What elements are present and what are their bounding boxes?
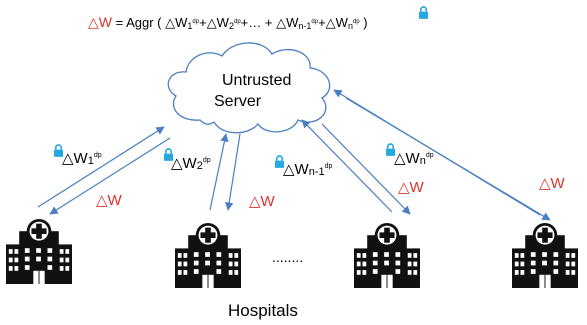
formula-aggr: Aggr (	[126, 15, 165, 30]
formula-term-2-base: △W	[207, 15, 230, 30]
download-label-n: △W	[539, 175, 566, 192]
formula-term-4-sub: n	[348, 21, 353, 31]
upload-label-n-1: △Wn-1dp	[274, 155, 333, 178]
formula-lhs: △W	[88, 14, 113, 30]
hospital-building-icon	[6, 218, 72, 284]
upload-label-2: △W2dp	[163, 148, 211, 172]
svg-text:△W1dp: △W1dp	[62, 150, 102, 167]
download-arrow-1	[49, 137, 171, 215]
formula-term-1-sub: 1	[187, 21, 192, 31]
formula-term-4-sup: dp	[353, 19, 360, 25]
download-arrow-n-1	[321, 123, 411, 215]
link-hospital-2	[209, 133, 241, 211]
formula-term-1-base: △W	[165, 15, 188, 30]
formula-term-3-sup: dp	[311, 19, 318, 25]
link-hospital-n	[333, 89, 551, 221]
hospitals-caption: Hospitals	[228, 301, 298, 320]
link-hospital-1	[37, 126, 171, 215]
formula-term-3-sub: n-1	[298, 21, 311, 31]
download-label-1: △W	[96, 192, 123, 209]
svg-text:△W2dp: △W2dp	[171, 155, 211, 172]
formula-term-3-base: △W	[276, 15, 299, 30]
formula-term-2-op: +… +	[241, 15, 276, 30]
formula-term-3-op: +	[318, 15, 326, 30]
aggregation-formula: △W = Aggr ( △W1dp+△W2dp+… + △Wn-1dp+△Wnd…	[88, 6, 429, 31]
svg-text:△W = Aggr ( △W1dp+△W2dp+… + △W: △W = Aggr ( △W1dp+△W2dp+… + △Wn-1dp+△Wnd…	[88, 14, 368, 31]
hospital-building-icon	[512, 222, 578, 288]
lock-icon	[418, 6, 429, 19]
hospital-building-icon	[354, 222, 420, 288]
link-hospital-n-1	[301, 119, 411, 215]
formula-term-2-sub: 2	[229, 21, 234, 31]
formula-term-1-sup: dp	[192, 19, 199, 25]
upload-arrow-2	[209, 133, 229, 211]
download-arrow-n	[345, 97, 551, 221]
hospitals-ellipsis: ........	[272, 249, 303, 265]
formula-term-1-op: +	[199, 15, 207, 30]
formula-equals: =	[112, 15, 126, 30]
upload-arrow-n-1	[301, 119, 393, 213]
download-label-2: △W	[249, 193, 276, 210]
upload-arrow-1	[37, 126, 165, 208]
formula-term-4-base: △W	[326, 15, 349, 30]
download-label-n-1: △W	[398, 179, 425, 196]
server-label-line2: Server	[214, 93, 262, 110]
svg-text:△Wndp: △Wndp	[394, 150, 434, 167]
svg-text:△Wn-1dp: △Wn-1dp	[283, 161, 333, 178]
formula-term-2-sup: dp	[234, 19, 241, 25]
formula-close: )	[360, 15, 368, 30]
upload-label-n: △Wndp	[385, 143, 434, 167]
cloud-icon	[167, 42, 331, 134]
download-arrow-2	[225, 133, 241, 211]
hospital-building-icon	[175, 222, 241, 288]
server-label-line1: Untrusted	[222, 72, 291, 89]
upload-label-1: △W1dp	[53, 144, 102, 167]
